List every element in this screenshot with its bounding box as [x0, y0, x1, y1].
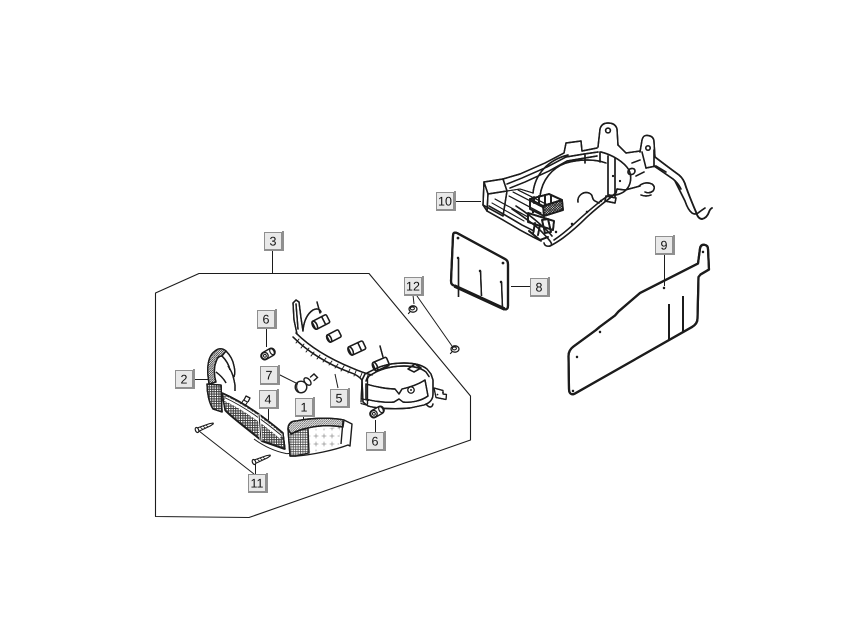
- svg-text:8: 8: [536, 281, 543, 295]
- svg-text:6: 6: [263, 313, 270, 327]
- svg-text:9: 9: [661, 239, 668, 253]
- svg-text:6: 6: [372, 435, 379, 449]
- svg-text:10: 10: [438, 195, 452, 209]
- svg-text:11: 11: [251, 477, 264, 491]
- svg-text:4: 4: [265, 393, 272, 407]
- svg-text:12: 12: [406, 280, 420, 294]
- svg-text:1: 1: [301, 401, 308, 415]
- svg-text:3: 3: [270, 235, 277, 249]
- svg-text:7: 7: [266, 369, 273, 383]
- svg-text:2: 2: [181, 373, 188, 387]
- svg-text:5: 5: [336, 392, 343, 406]
